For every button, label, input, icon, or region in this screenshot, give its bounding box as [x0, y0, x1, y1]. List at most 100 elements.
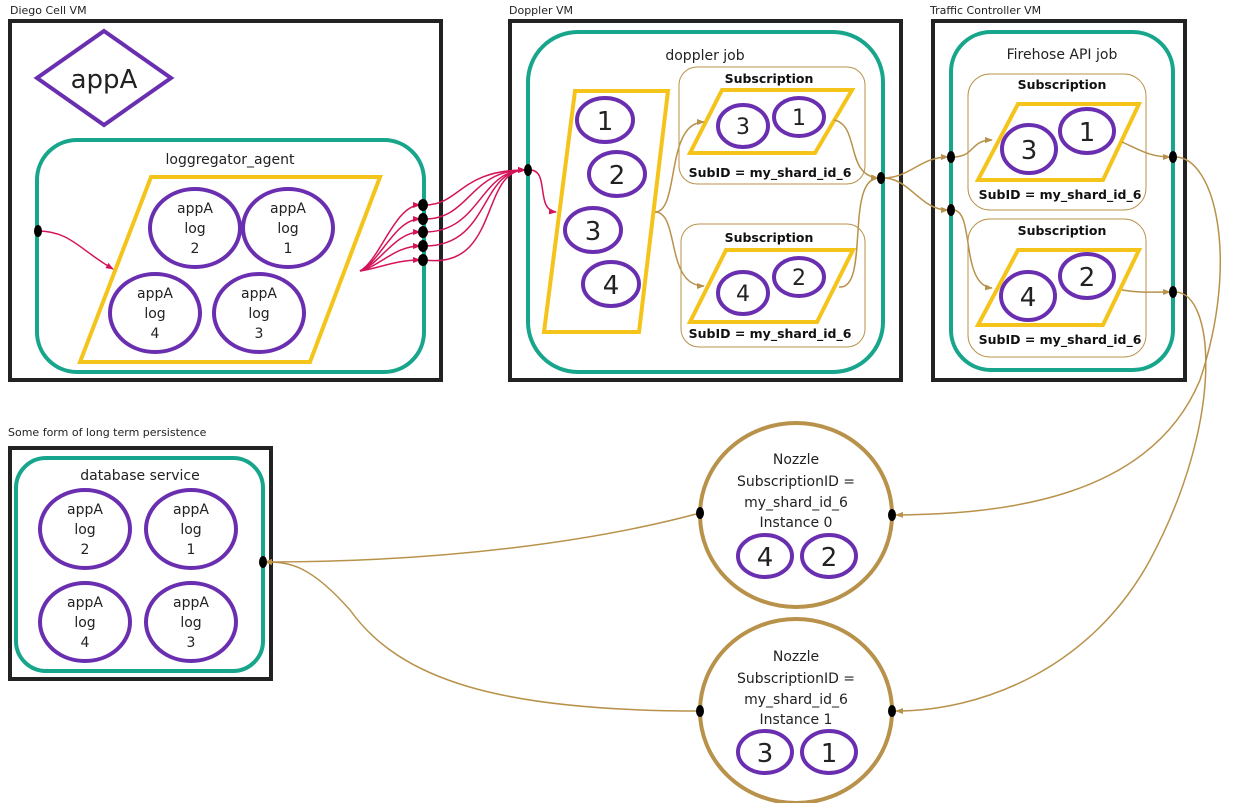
subscription-log — [772, 256, 826, 298]
nozzle-instance-1: Nozzle SubscriptionID = my_shard_id_6 In… — [698, 617, 894, 803]
port-dot — [877, 172, 885, 184]
svg-text:4: 4 — [81, 635, 90, 651]
subscription-log — [1058, 252, 1116, 300]
db-log-item: appA log 4 — [38, 581, 132, 663]
firehose-job-border — [949, 30, 1175, 372]
svg-text:my_shard_id_6: my_shard_id_6 — [744, 692, 848, 708]
agent-log-item: appA log 1 — [241, 187, 335, 269]
svg-text:2: 2 — [1079, 263, 1096, 293]
svg-text:log: log — [184, 221, 205, 237]
doppler-vm-border — [508, 19, 903, 382]
svg-text:4: 4 — [1020, 283, 1037, 313]
port-dot — [1169, 286, 1177, 298]
port-dot — [888, 705, 896, 717]
flow-arrow — [1121, 141, 1171, 160]
svg-text:3: 3 — [736, 115, 750, 140]
app-diamond: appA — [33, 28, 175, 128]
persistence-vm-label: Some form of long term persistence — [8, 426, 207, 439]
svg-text:2: 2 — [821, 543, 838, 573]
traffic-controller-vm-border — [931, 19, 1187, 382]
flow-arrow — [833, 119, 879, 181]
port-dot — [524, 164, 532, 176]
doppler-queue-item: 2 — [587, 150, 647, 198]
flow-arrow — [359, 202, 421, 272]
svg-text:appA: appA — [173, 502, 209, 518]
port-dot — [418, 226, 428, 238]
port-dot — [696, 507, 704, 519]
svg-text:1: 1 — [187, 542, 196, 558]
flow-arrow — [654, 211, 705, 289]
flow-arrow — [895, 156, 1222, 518]
doppler-log-queue — [541, 89, 671, 334]
db-log-item: appA log 3 — [144, 581, 238, 663]
agent-flows — [37, 167, 557, 272]
svg-text:3: 3 — [255, 326, 264, 342]
port-dot — [418, 240, 428, 252]
svg-text:1: 1 — [792, 106, 806, 131]
svg-text:SubscriptionID =: SubscriptionID = — [737, 474, 855, 490]
flow-arrow — [882, 177, 949, 213]
doppler-vm: Doppler VM doppler job 1 2 3 4 Subscript… — [508, 4, 903, 382]
db-log-item: appA log 1 — [144, 488, 238, 570]
svg-text:1: 1 — [597, 107, 614, 137]
subscription-flows — [264, 119, 1222, 714]
port-dot — [888, 509, 896, 521]
svg-text:appA: appA — [67, 502, 103, 518]
subscription-log — [999, 270, 1057, 322]
flow-arrow — [424, 167, 526, 220]
port-dot — [418, 199, 428, 211]
flow-arrow — [424, 167, 526, 206]
svg-text:Subscription: Subscription — [725, 71, 814, 86]
svg-text:Instance 1: Instance 1 — [760, 712, 833, 728]
svg-text:SubID = my_shard_id_6: SubID = my_shard_id_6 — [689, 326, 852, 342]
svg-text:appA: appA — [177, 201, 213, 217]
agent-log-item: appA log 2 — [148, 187, 242, 269]
app-diamond-shape — [33, 28, 175, 128]
svg-text:Subscription: Subscription — [1018, 223, 1107, 238]
nozzle-border — [698, 617, 894, 803]
subscription-log — [716, 103, 770, 149]
nozzle-instance-0: Nozzle SubscriptionID = my_shard_id_6 In… — [698, 421, 894, 609]
flow-arrow — [838, 175, 879, 288]
svg-text:2: 2 — [609, 161, 626, 191]
nozzle-log — [800, 533, 858, 579]
svg-text:SubID = my_shard_id_6: SubID = my_shard_id_6 — [979, 187, 1142, 203]
svg-text:appA: appA — [137, 286, 173, 302]
flow-arrow — [264, 512, 701, 565]
svg-text:SubscriptionID =: SubscriptionID = — [737, 671, 855, 687]
flow-arrow — [1121, 289, 1171, 296]
svg-text:log: log — [277, 221, 298, 237]
loggregator-agent-label: loggregator_agent — [165, 152, 295, 168]
flow-arrow — [424, 167, 526, 247]
diego-cell-vm-border — [8, 19, 443, 382]
svg-text:SubID = my_shard_id_6: SubID = my_shard_id_6 — [979, 332, 1142, 348]
port-dot — [259, 556, 267, 568]
port-dot — [34, 225, 42, 237]
firehose-subscription: Subscription 4 2 SubID = my_shard_id_6 — [967, 218, 1147, 358]
port-dot — [947, 204, 955, 216]
flow-arrow — [895, 291, 1207, 714]
flow-arrow — [37, 230, 114, 270]
svg-text:2: 2 — [191, 241, 200, 257]
svg-text:3: 3 — [585, 217, 602, 247]
port-dot — [418, 213, 428, 225]
doppler-queue-item: 1 — [575, 96, 635, 144]
flow-arrow — [529, 169, 557, 215]
svg-text:4: 4 — [151, 326, 160, 342]
app-diamond-label: appA — [71, 65, 138, 95]
svg-text:appA: appA — [270, 201, 306, 217]
loggregator-agent-job: loggregator_agent appA log 2 appA log 1 … — [35, 138, 426, 374]
svg-text:Nozzle: Nozzle — [773, 649, 819, 665]
firehose-job-label: Firehose API job — [1007, 47, 1118, 63]
agent-log-item: appA log 3 — [212, 272, 306, 354]
svg-text:3: 3 — [757, 739, 774, 769]
flow-arrow — [359, 243, 421, 272]
flow-arrow — [654, 119, 705, 213]
svg-text:3: 3 — [1021, 136, 1038, 166]
doppler-queue-item: 4 — [581, 260, 641, 308]
svg-text:4: 4 — [603, 271, 620, 301]
doppler-subscription: Subscription 4 2 SubID = my_shard_id_6 — [680, 223, 866, 348]
svg-text:1: 1 — [821, 739, 838, 769]
svg-text:log: log — [74, 522, 95, 538]
